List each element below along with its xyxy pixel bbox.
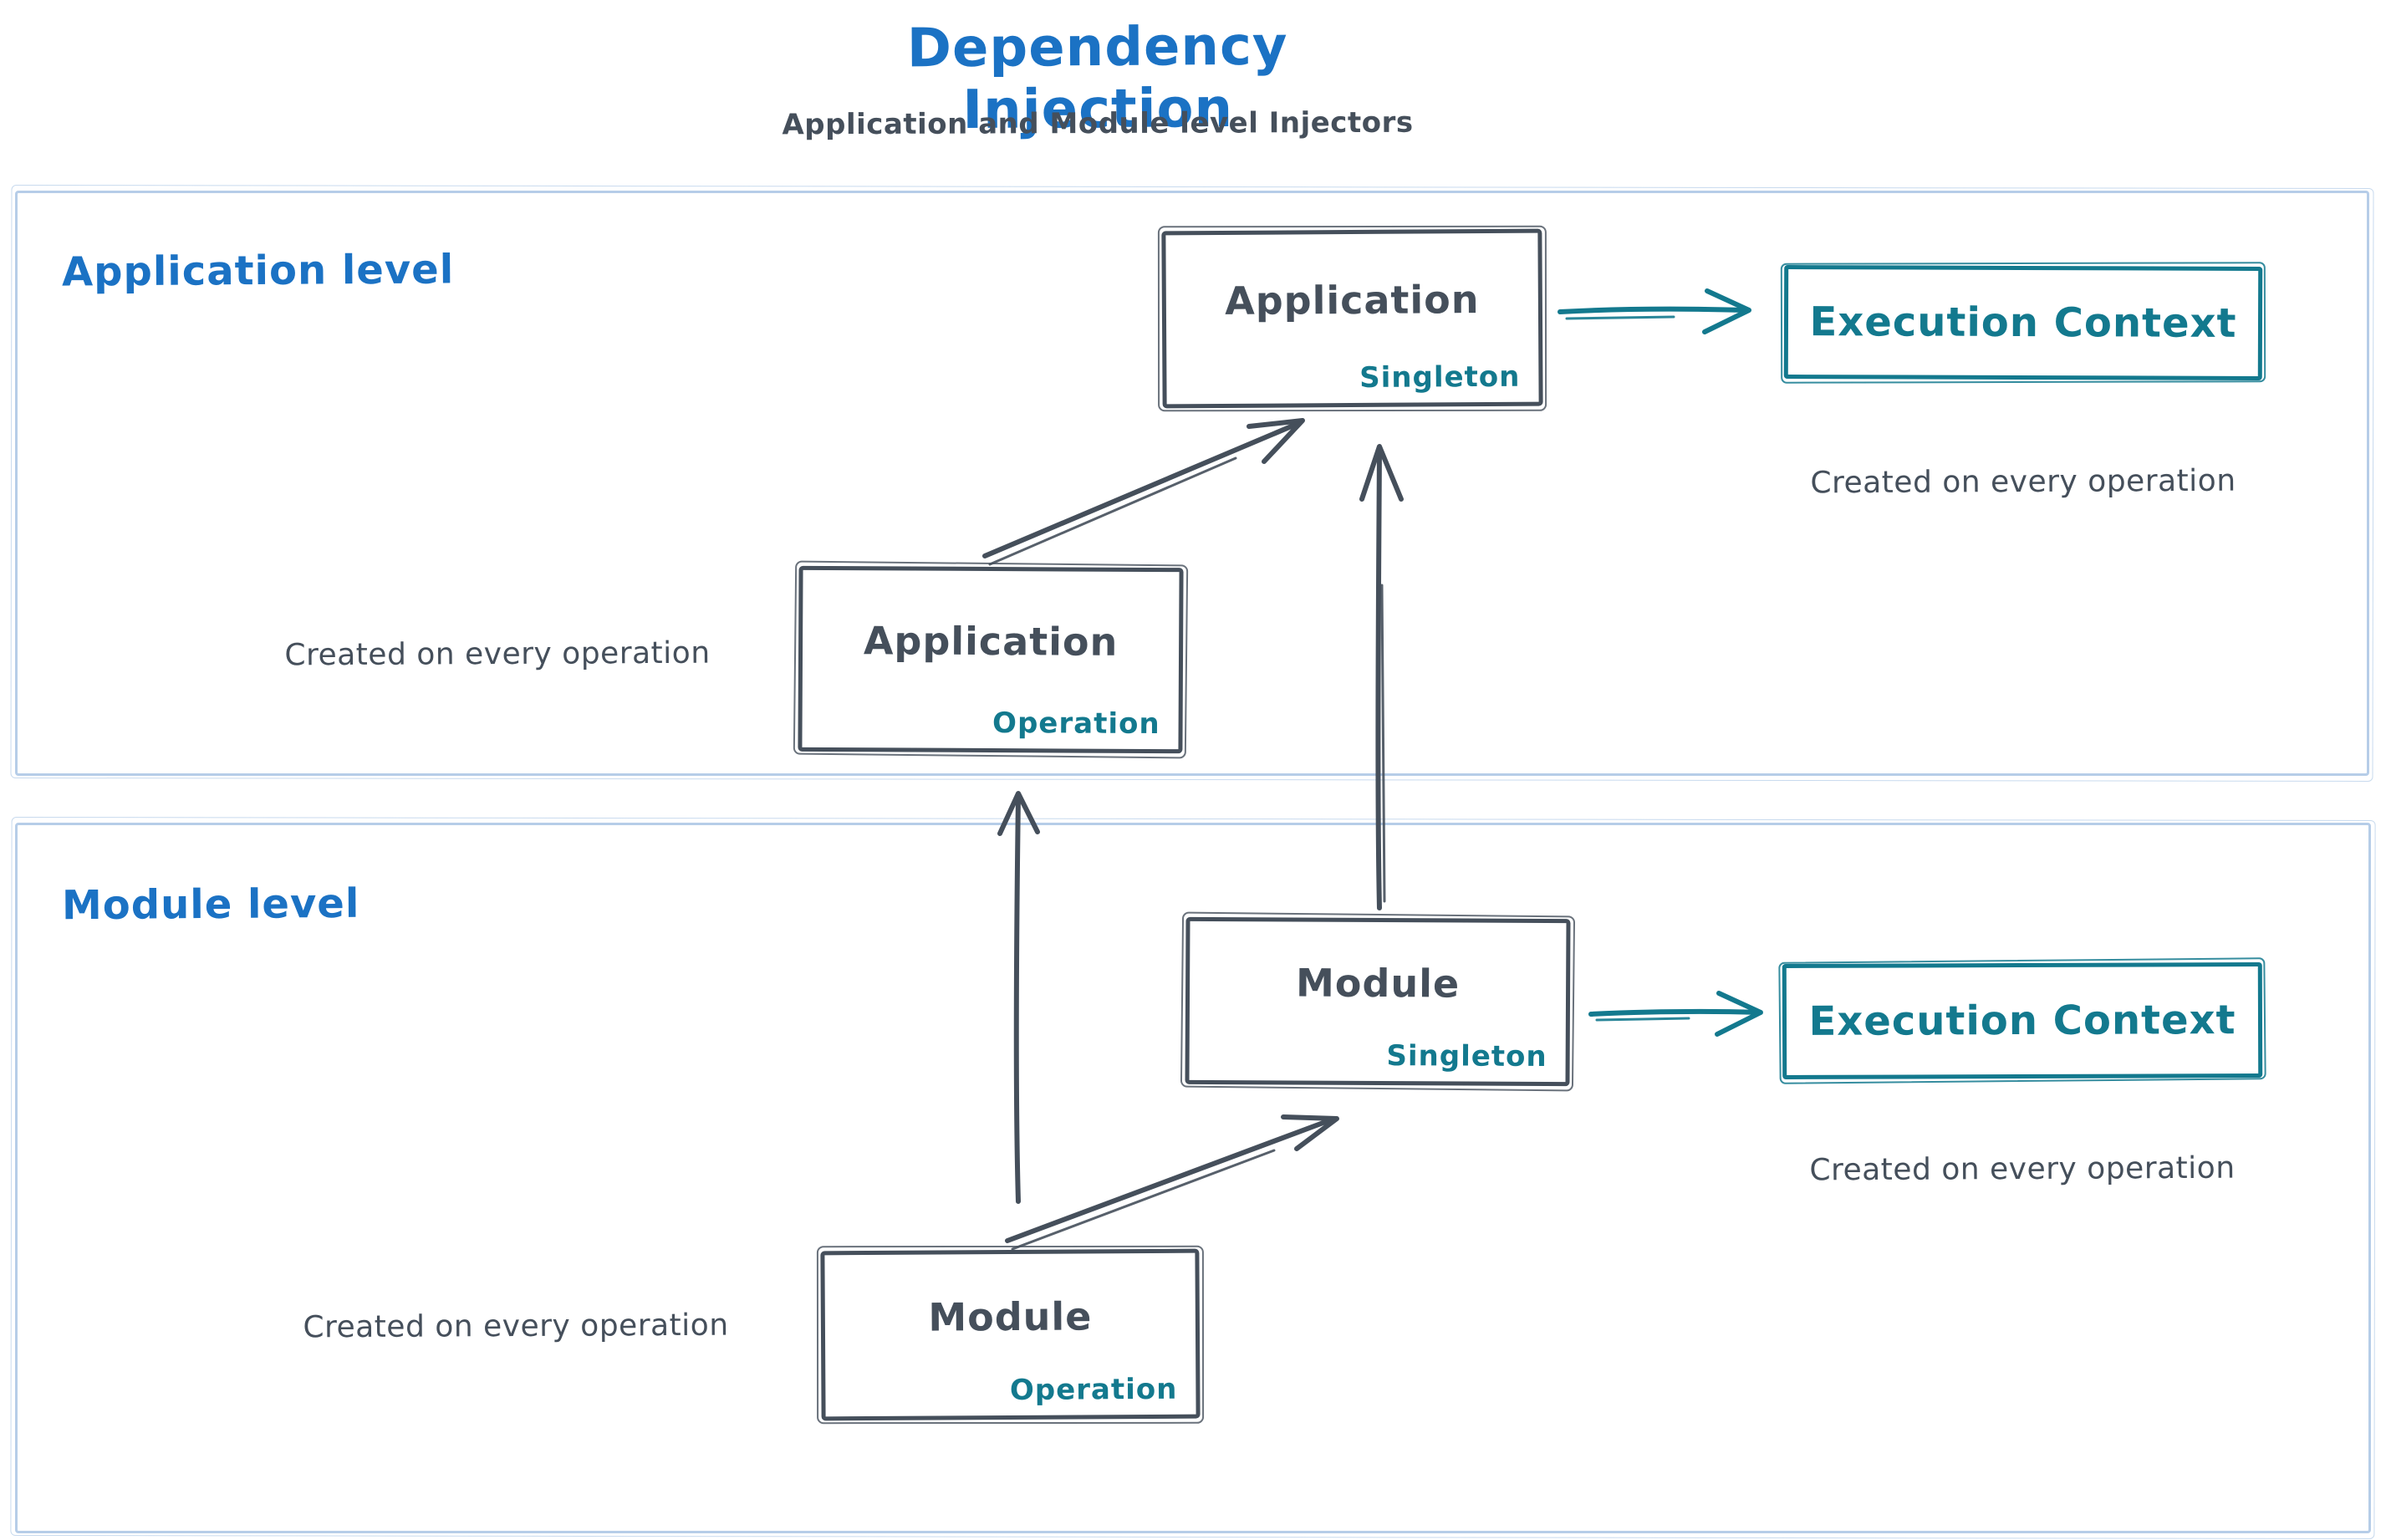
node-module-operation-title: Module bbox=[928, 1293, 1093, 1340]
node-application-operation-tag: Operation bbox=[992, 706, 1160, 742]
node-module-singleton-tag: Singleton bbox=[1386, 1039, 1547, 1074]
node-module-execution-context: Execution Context bbox=[1782, 961, 2263, 1080]
node-module-operation-tag: Operation bbox=[1009, 1372, 1178, 1408]
node-application-singleton: Application Singleton bbox=[1161, 228, 1543, 409]
node-module-operation: Module Operation bbox=[820, 1248, 1201, 1421]
module-level-lane bbox=[15, 823, 2371, 1533]
node-application-operation: Application Operation bbox=[798, 565, 1184, 754]
note-module-operation: Created on every operation bbox=[303, 1308, 729, 1345]
note-app-operation: Created on every operation bbox=[284, 635, 711, 673]
application-level-label: Application level bbox=[61, 246, 455, 296]
page-subtitle: Application and Module level Injectors bbox=[782, 105, 1414, 142]
node-module-singleton-title: Module bbox=[1295, 960, 1461, 1007]
module-level-label: Module level bbox=[61, 880, 360, 930]
note-module-execution-context: Created on every operation bbox=[1809, 1150, 2236, 1188]
note-app-execution-context: Created on every operation bbox=[1810, 463, 2236, 501]
node-app-execution-context-title: Execution Context bbox=[1809, 298, 2237, 347]
application-level-lane bbox=[15, 191, 2369, 776]
node-application-singleton-title: Application bbox=[1224, 277, 1480, 324]
node-application-singleton-tag: Singleton bbox=[1359, 360, 1521, 395]
node-module-singleton: Module Singleton bbox=[1185, 916, 1571, 1087]
node-application-operation-title: Application bbox=[863, 618, 1119, 665]
node-module-execution-context-title: Execution Context bbox=[1808, 997, 2236, 1045]
node-app-execution-context: Execution Context bbox=[1783, 265, 2263, 380]
